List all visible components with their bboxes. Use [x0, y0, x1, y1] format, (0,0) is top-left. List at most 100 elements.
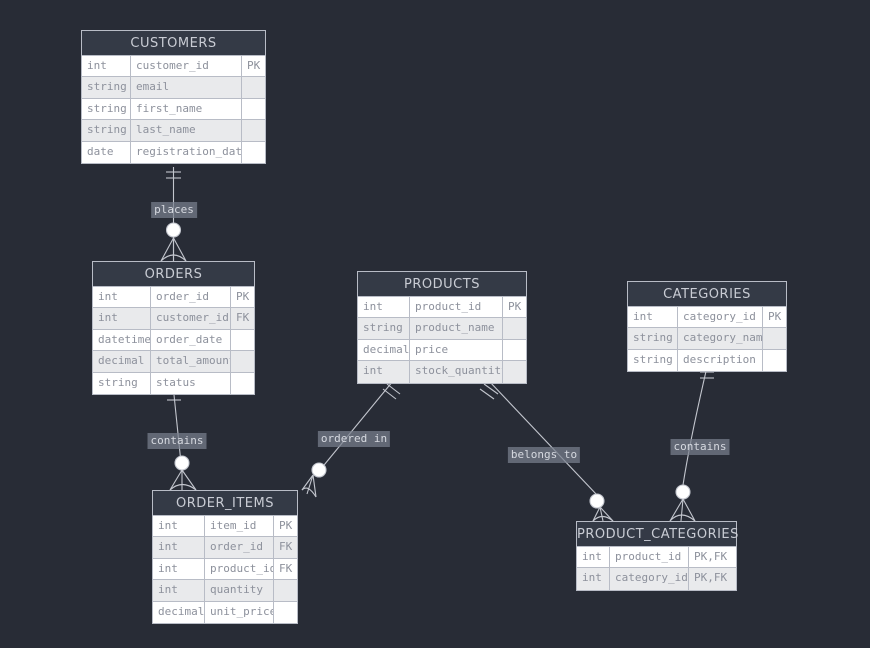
attribute-name: category_id [610, 568, 689, 590]
crow4-c [599, 506, 614, 522]
crow5-c [682, 498, 696, 522]
attribute-key [274, 580, 297, 602]
marker-zero-3 [311, 462, 327, 478]
attribute-key [763, 350, 786, 371]
marker-one-h [483, 383, 499, 395]
attribute-key: PK [503, 297, 526, 319]
edge-products-product-categories [488, 380, 598, 496]
attribute-key: PK [274, 516, 297, 538]
attribute-type: decimal [93, 351, 151, 373]
attribute-name: order_date [151, 329, 231, 352]
attribute-name: category_name [678, 328, 763, 350]
entity-title-orders: ORDERS [93, 262, 254, 287]
attribute-type: int [93, 308, 151, 330]
crow5-a [669, 498, 684, 522]
relationship-label-customers-orders: places [151, 202, 197, 218]
crow4-a [592, 506, 601, 522]
attribute-key: PK [242, 56, 265, 78]
attribute-key [503, 361, 526, 382]
crow3-arc [301, 487, 317, 498]
relationship-label-orders-order_items: contains [147, 433, 207, 449]
attribute-key [242, 120, 265, 142]
crow-c [173, 237, 187, 262]
attribute-name: first_name [131, 98, 242, 121]
attribute-key [763, 328, 786, 350]
attribute-type: string [82, 98, 131, 121]
entity-title-categories: CATEGORIES [628, 282, 786, 307]
crow3-b [306, 474, 314, 495]
attribute-name: product_id [205, 558, 274, 581]
marker-one-e [382, 388, 397, 400]
crow5-b [680, 498, 684, 522]
entity-title-customers: CUSTOMERS [82, 31, 265, 56]
attribute-name: status [151, 372, 231, 394]
attribute-type: int [577, 547, 610, 569]
attribute-key [503, 318, 526, 340]
attribute-name: stock_quantity [410, 361, 503, 383]
attribute-type: string [628, 349, 678, 372]
attribute-key: PK,FK [689, 547, 736, 569]
marker-zero-5 [675, 484, 691, 500]
attribute-name: category_id [678, 307, 763, 329]
attribute-name: price [410, 339, 503, 362]
attribute-type: int [82, 56, 131, 78]
attribute-name: description [678, 349, 763, 372]
attribute-name: order_id [205, 537, 274, 559]
attribute-type: int [93, 287, 151, 309]
attribute-type: decimal [153, 601, 205, 623]
edge-products-order-items [319, 380, 394, 471]
attribute-name: registration_date [131, 141, 242, 163]
attribute-type: string [628, 328, 678, 350]
attribute-type: int [153, 580, 205, 602]
attribute-name: product_id [610, 547, 689, 569]
marker-one-g [479, 388, 495, 400]
attribute-type: string [82, 77, 131, 99]
attribute-type: string [82, 120, 131, 142]
attribute-name: total_amount [151, 351, 231, 373]
attribute-key: FK [231, 308, 254, 330]
attribute-key [242, 99, 265, 121]
attribute-type: int [628, 307, 678, 329]
attribute-name: last_name [131, 120, 242, 142]
attribute-type: decimal [358, 339, 410, 362]
attribute-key: FK [274, 537, 297, 559]
attribute-name: product_name [410, 318, 503, 340]
entity-title-products: PRODUCTS [358, 272, 526, 297]
attribute-name: unit_price [205, 601, 274, 623]
attribute-key [242, 142, 265, 163]
marker-zero-4 [589, 493, 605, 509]
edge-categories-product-categories [682, 366, 708, 486]
attribute-name: customer_id [131, 56, 242, 78]
